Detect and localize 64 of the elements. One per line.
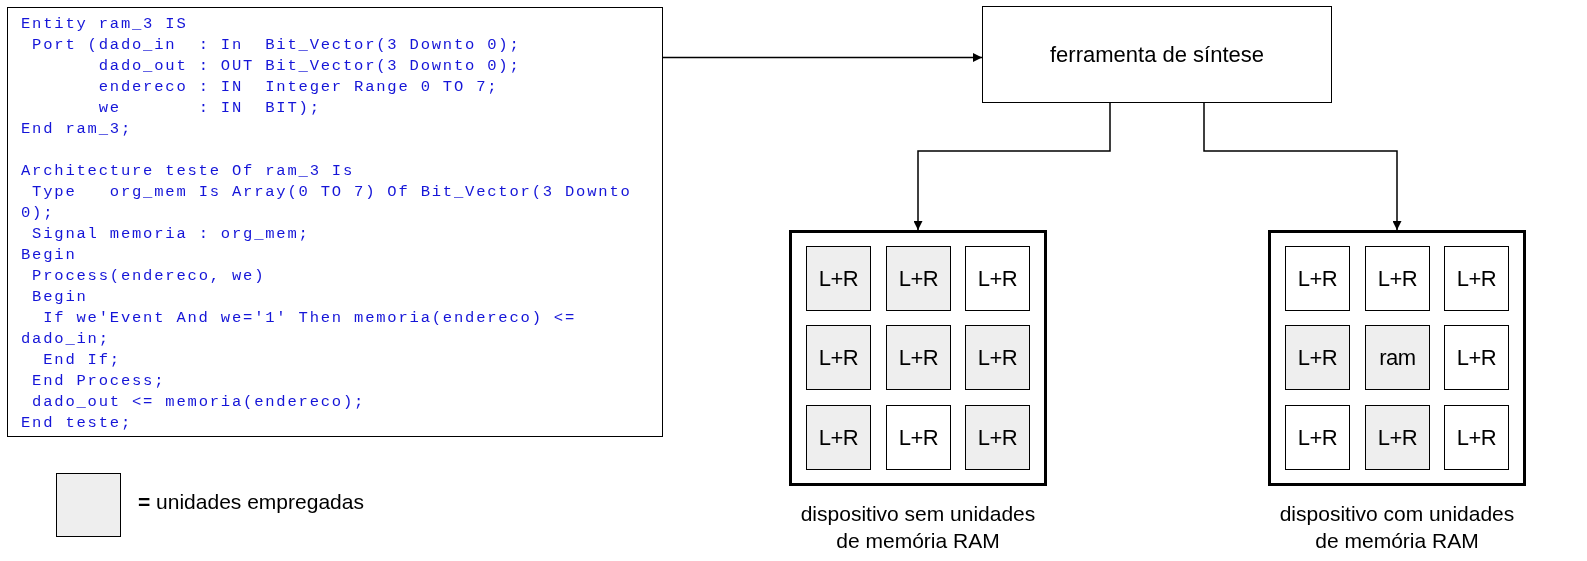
code-line: End ram_3; — [21, 119, 133, 140]
arrow — [913, 102, 1111, 231]
cell-label: L+R — [818, 265, 859, 292]
cell-label: L+R — [898, 265, 939, 292]
logic-cell — [1444, 405, 1509, 470]
logic-cell — [1365, 405, 1430, 470]
cell-label: L+R — [977, 424, 1018, 451]
logic-cell — [1365, 246, 1430, 311]
logic-cell — [1365, 325, 1430, 390]
logic-cell — [806, 246, 871, 311]
logic-cell — [1285, 405, 1350, 470]
code-line: dado_out <= memoria(endereco); — [31, 392, 367, 413]
logic-cell — [965, 325, 1030, 390]
code-line: Signal memoria : org_mem; — [31, 224, 311, 245]
code-line: Process(endereco, we) — [31, 266, 267, 287]
process-box — [982, 6, 1332, 103]
cell-label: ram — [1379, 344, 1416, 371]
logic-cell — [886, 405, 951, 470]
device-caption: dispositivo sem unidades de memória RAM — [799, 501, 1037, 554]
cell-label: L+R — [1456, 265, 1497, 292]
arrow — [1203, 102, 1402, 231]
code-line: Type org_mem Is Array(0 TO 7) Of Bit_Vector(3 Downto 0); — [21, 182, 633, 224]
device-box — [1268, 230, 1526, 486]
box-label: ferramenta de síntese — [1050, 41, 1264, 68]
logic-cell — [886, 325, 951, 390]
arrow — [662, 53, 983, 62]
logic-cell — [965, 246, 1030, 311]
code-line: End Process; — [31, 371, 167, 392]
cell-label: L+R — [1297, 265, 1338, 292]
logic-cell — [965, 405, 1030, 470]
code-line: we : IN BIT); — [97, 98, 322, 119]
code-line: End teste; — [21, 413, 133, 434]
logic-cell — [1285, 325, 1350, 390]
cell-label: L+R — [818, 424, 859, 451]
cell-label: L+R — [1297, 424, 1338, 451]
code-line: End If; — [42, 350, 122, 371]
code-line: Port (dado_in : In Bit_Vector(3 Downto 0); — [31, 35, 522, 56]
device-caption: dispositivo com unidades de memória RAM — [1278, 501, 1516, 554]
cell-label: L+R — [1456, 424, 1497, 451]
legend-label: = unidades empregadas — [138, 490, 364, 514]
code-line: dado_out : OUT Bit_Vector(3 Downto 0); — [97, 56, 522, 77]
logic-cell — [806, 325, 871, 390]
cell-label: L+R — [1377, 424, 1418, 451]
code-line: Begin — [21, 245, 78, 266]
cell-label: L+R — [977, 265, 1018, 292]
cell-label: L+R — [898, 424, 939, 451]
cell-label: L+R — [1297, 344, 1338, 371]
cell-label: L+R — [977, 344, 1018, 371]
code-line: Architecture teste Of ram_3 Is — [21, 161, 356, 182]
device-box — [789, 230, 1047, 486]
code-line: endereco : IN Integer Range 0 TO 7; — [97, 77, 500, 98]
code-box — [7, 7, 663, 437]
logic-cell — [1444, 325, 1509, 390]
code-line: If we'Event And we='1' Then memoria(endereco) <= dado_in; — [21, 308, 578, 350]
code-line: Entity ram_3 IS — [21, 14, 189, 35]
cell-label: L+R — [898, 344, 939, 371]
cell-label: L+R — [818, 344, 859, 371]
cell-label: L+R — [1456, 344, 1497, 371]
cell-label: L+R — [1377, 265, 1418, 292]
logic-cell — [1285, 246, 1350, 311]
code-line: Begin — [31, 287, 89, 308]
logic-cell — [1444, 246, 1509, 311]
logic-cell — [806, 405, 871, 470]
logic-cell — [886, 246, 951, 311]
